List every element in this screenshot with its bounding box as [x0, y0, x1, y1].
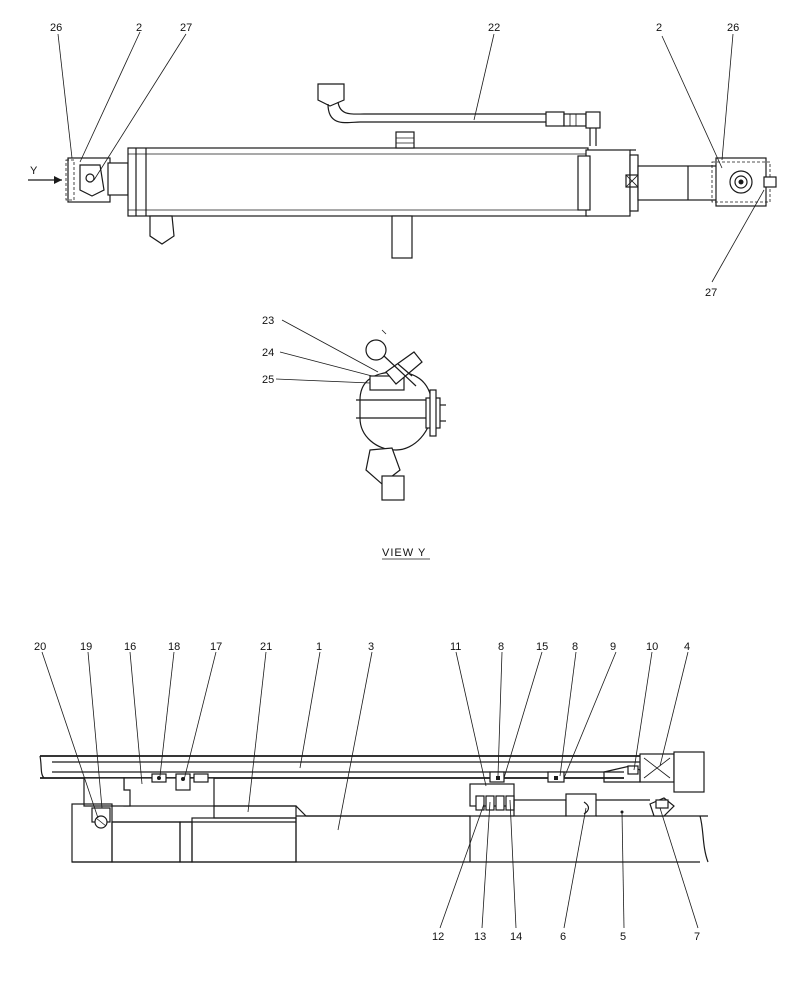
callout-17: 17: [210, 641, 222, 653]
section-view: [39, 751, 709, 863]
cylinder-head: [577, 149, 639, 217]
callout-19: 19: [80, 641, 92, 653]
view-title: VIEW Y: [382, 547, 426, 559]
callout-22: 22: [488, 22, 500, 34]
callout-8b: 8: [572, 641, 578, 653]
callout-8a: 8: [498, 641, 504, 653]
cylinder-assembly: [28, 83, 777, 259]
view-y-drawing: [275, 319, 446, 501]
right-rod-eye: [711, 157, 777, 207]
arrow-y-label: Y: [30, 165, 38, 177]
callout-16: 16: [124, 641, 136, 653]
callout-18: 18: [168, 641, 180, 653]
callout-11: 11: [450, 641, 461, 653]
callout-4: 4: [684, 641, 690, 653]
callout-24: 24: [262, 347, 274, 359]
callout-2-right: 2: [656, 22, 662, 34]
left-clevis: [65, 157, 129, 203]
callout-10: 10: [646, 641, 658, 653]
callout-25: 25: [262, 374, 274, 386]
callout-5: 5: [620, 931, 626, 943]
callout-21: 21: [260, 641, 272, 653]
callout-1: 1: [316, 641, 322, 653]
callout-26-left: 26: [50, 22, 62, 34]
callout-27-right: 27: [705, 287, 717, 299]
callout-26-right: 26: [727, 22, 739, 34]
top-callout-leaders: [57, 31, 765, 283]
callout-27-left: 27: [180, 22, 192, 34]
callout-20: 20: [34, 641, 46, 653]
callout-9: 9: [610, 641, 616, 653]
section-callout-leaders: [41, 651, 699, 929]
callout-15: 15: [536, 641, 548, 653]
piston-rod: [637, 165, 719, 201]
hydraulic-pipe: [317, 83, 601, 146]
callout-6: 6: [560, 931, 566, 943]
callout-3: 3: [368, 641, 374, 653]
callout-7: 7: [694, 931, 700, 943]
view-y-arrow: [28, 176, 62, 184]
callout-14: 14: [510, 931, 522, 943]
callout-12: 12: [432, 931, 444, 943]
callout-23: 23: [262, 315, 274, 327]
callout-13: 13: [474, 931, 486, 943]
cylinder-tube: [127, 131, 589, 259]
callout-2-left: 2: [136, 22, 142, 34]
